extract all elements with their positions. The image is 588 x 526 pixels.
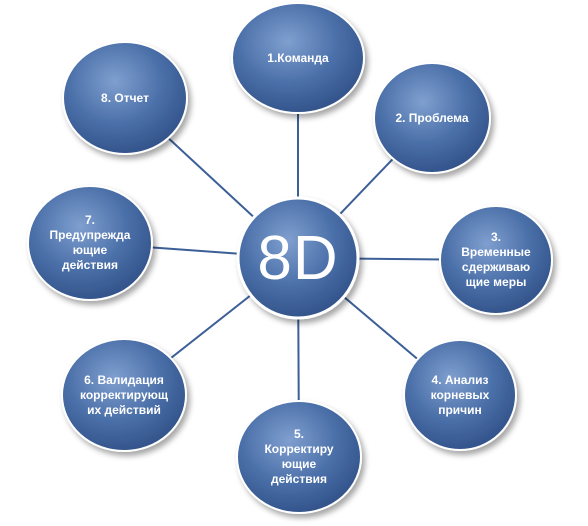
hub-circle <box>236 196 360 320</box>
node-problem <box>373 62 491 174</box>
node-containment <box>439 205 553 315</box>
node-preventive <box>27 185 153 301</box>
node-corrective <box>236 400 362 514</box>
hub-label: 8D <box>257 223 339 293</box>
node-circles <box>27 2 553 514</box>
node-validation <box>61 338 187 452</box>
node-report <box>62 41 188 155</box>
node-root-cause <box>403 339 517 451</box>
node-team <box>231 2 365 114</box>
hub-layer <box>236 196 360 320</box>
